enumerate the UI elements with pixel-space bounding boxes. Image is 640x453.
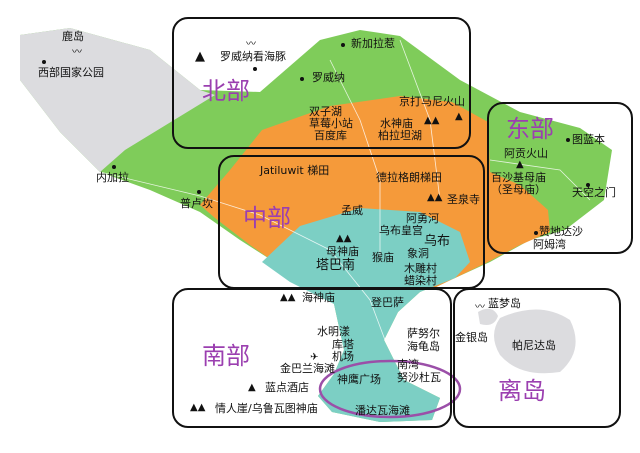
dot-west-park — [42, 60, 46, 64]
dolphin-icon: ▲ — [195, 49, 205, 64]
place-wood-village: 木雕村 — [404, 262, 437, 275]
place-kuta: 库塔 — [332, 338, 354, 351]
diver-icon: 〰 — [72, 47, 82, 58]
place-lovina: 罗威纳 — [312, 71, 345, 84]
west-gray-area — [20, 28, 215, 172]
place-penida: 帕尼达岛 — [512, 339, 556, 352]
place-negara: 内加拉 — [96, 171, 129, 184]
region-label-islands: 离岛 — [498, 377, 546, 405]
diver-icon: 〰 — [475, 302, 485, 313]
place-singaraja: 新加拉惹 — [351, 37, 395, 50]
temple-icon: ▲▲ — [190, 402, 206, 413]
place-nusa-dua: 努沙杜瓦 — [397, 371, 441, 384]
south-highlight-ellipse — [318, 359, 462, 419]
dot-lovina — [300, 77, 304, 81]
place-ayung: 阿勇河 — [406, 212, 439, 225]
place-jatiluwih: Jatiluwit 梯田 — [260, 164, 330, 177]
region-label-east: 东部 — [506, 115, 554, 143]
south-region-box — [172, 288, 452, 428]
roads — [99, 39, 591, 341]
temple-icon: ▲▲ — [424, 115, 440, 126]
place-lembongan: 蓝梦岛 — [488, 297, 521, 310]
diver-icon: 〰 — [246, 39, 256, 50]
place-tulamben: 图蓝本 — [572, 133, 605, 146]
place-ceningan: 金银岛 — [455, 331, 488, 344]
place-blue-point: 蓝点酒店 — [265, 381, 309, 394]
dot-candidasa — [534, 231, 538, 235]
place-batur: 京打马尼火山 — [399, 95, 465, 108]
place-turtle: 海龟岛 — [407, 340, 440, 353]
place-besakih: 百沙基母庙 — [491, 171, 546, 184]
place-gwk: 神鹰广场 — [337, 373, 381, 386]
dot-pupuan — [197, 190, 201, 194]
place-botanic: 百度库 — [314, 129, 347, 142]
dot-negara — [112, 165, 116, 169]
region-label-central: 中部 — [243, 204, 291, 232]
place-pandawa: 潘达瓦海滩 — [355, 404, 410, 417]
south-teal-area — [262, 208, 470, 422]
place-tanjung: 南湾 — [397, 358, 419, 371]
place-bratan: 柏拉坦湖 — [378, 129, 422, 142]
volcano-icon: ▲ — [455, 111, 463, 122]
place-airport: 机场 — [332, 350, 354, 363]
place-goa-gajah: 象洞 — [407, 247, 429, 260]
place-tabanan: 塔巴南 — [316, 258, 356, 273]
islands-region-box — [453, 288, 621, 428]
place-tanah-lot: 海神庙 — [302, 291, 335, 304]
place-uluwatu: 情人崖/乌鲁瓦图神庙 — [215, 402, 318, 415]
place-tegalalang: 德拉格朗梯田 — [376, 171, 442, 184]
north-region-box — [172, 17, 471, 149]
place-tirta-empul: 圣泉寺 — [447, 193, 480, 206]
penida-island — [494, 309, 576, 374]
place-jimbaran: 金巴兰海滩 — [280, 362, 335, 375]
place-denpasar: 登巴萨 — [371, 296, 404, 309]
place-candidasa: 赞地达沙 — [539, 225, 583, 238]
place-agung: 阿贡火山 — [504, 147, 548, 160]
temple-icon: ▲▲ — [280, 292, 296, 303]
east-region-box — [487, 102, 633, 254]
dot-tulamben — [566, 138, 570, 142]
place-besakih-sub: （圣母庙） — [491, 183, 546, 196]
airplane-icon: ✈ — [310, 352, 319, 363]
place-taman-ayun: 母神庙 — [326, 245, 359, 258]
place-ubud-palace: 乌布皇宫 — [379, 224, 423, 237]
temple-icon: ▲▲ — [427, 192, 443, 203]
place-water-temple: 水神庙 — [380, 117, 413, 130]
dot-lovina-dolphin — [253, 67, 257, 71]
place-deer-island: 鹿岛 — [62, 30, 84, 43]
place-monkey: 猴庙 — [372, 251, 394, 264]
place-twin-lakes: 双子湖 — [309, 105, 342, 118]
temple-icon: ▲▲ — [336, 233, 352, 244]
place-west-park: 西部国家公园 — [38, 66, 104, 79]
place-mengwi: 孟威 — [341, 204, 363, 217]
region-label-south: 南部 — [202, 342, 250, 370]
place-pupuan: 普卢坎 — [180, 197, 213, 210]
lembongan-island — [478, 308, 498, 325]
place-amed: 阿姆湾 — [533, 238, 566, 251]
place-sanur: 萨努尔 — [407, 327, 440, 340]
place-heaven-gate: 天空之门 — [572, 186, 616, 199]
volcano-icon: ▲ — [516, 159, 524, 170]
place-seminyak: 水明漾 — [317, 325, 350, 338]
place-lovina-dolphin: 罗威纳看海豚 — [220, 50, 286, 63]
region-label-north: 北部 — [202, 77, 250, 105]
hotel-icon: ▲ — [248, 382, 256, 393]
place-batik-village: 蜡染村 — [404, 274, 437, 287]
place-ubud: 乌布 — [424, 234, 451, 249]
place-strawberry: 草莓小站 — [309, 117, 353, 130]
dot-singaraja — [341, 43, 345, 47]
dot-heaven-gate — [586, 183, 590, 187]
